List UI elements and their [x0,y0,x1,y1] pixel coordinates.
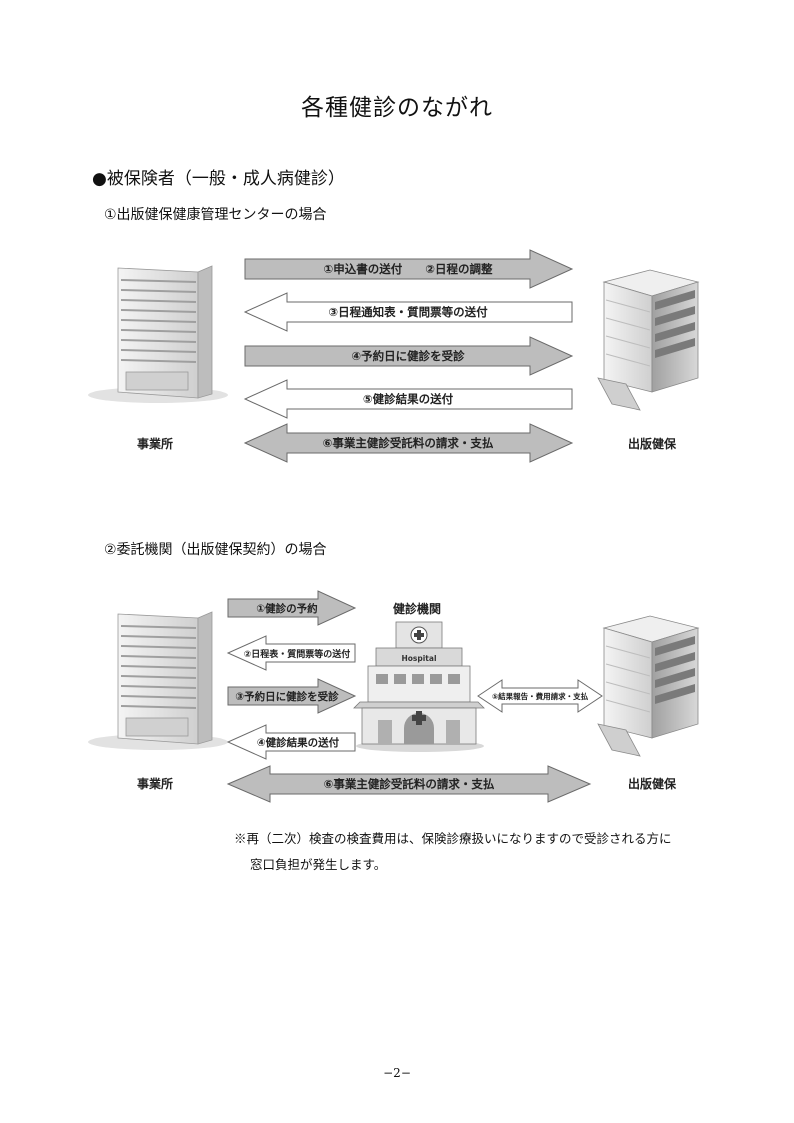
note-line-2: 窓口負担が発生します。 [250,857,387,872]
office-building-icon [88,265,228,403]
case2-right-label: 出版健保 [628,776,677,791]
section-heading: ●被保険者（一般・成人病健診） [92,169,345,189]
case1-arrow-4-label: ⑤健診結果の送付 [363,392,454,406]
case1-arrow-3: ④予約日に健診を受診 [244,336,574,376]
institution-label: 健診機関 [393,601,441,616]
case1-heading: ①出版健保健康管理センターの場合 [104,207,327,223]
insurer-building-icon-2 [597,615,700,757]
case1-arrow-5: ⑥事業主健診受託料の請求・支払 [243,423,574,463]
case2-arrow-5-label: ⑤結果報告・費用請求・支払 [492,691,589,701]
case2-left-label: 事業所 [137,776,173,791]
case2-arrow-6: ⑥事業主健診受託料の請求・支払 [226,765,592,803]
case2-arrow-6-label: ⑥事業主健診受託料の請求・支払 [324,777,495,791]
case1-arrow-3-label: ④予約日に健診を受診 [351,349,465,363]
case2-arrow-2: ②日程表・質問票等の送付 [226,635,356,671]
case2-arrow-3: ③予約日に健診を受診 [227,678,357,714]
case1-arrow-4: ⑤健診結果の送付 [243,379,573,419]
case1-arrow-5-label: ⑥事業主健診受託料の請求・支払 [323,436,494,450]
case2-heading: ②委託機関（出版健保契約）の場合 [104,542,327,558]
case1-arrow-1-label: ①申込書の送付 ②日程の調整 [324,262,493,276]
case1-arrow-1: ①申込書の送付 ②日程の調整 [244,249,574,289]
case2-arrow-3-label: ③予約日に健診を受診 [235,690,339,703]
note-line-1: ※再（二次）検査の検査費用は、保険診療扱いになりますので受診される方に [234,831,672,846]
case2-arrow-2-label: ②日程表・質問票等の送付 [244,648,351,660]
case2-arrow-4: ④健診結果の送付 [226,724,356,760]
case1-left-label: 事業所 [137,436,173,451]
case1-arrow-2-label: ③日程通知表・質問票等の送付 [328,305,488,319]
hospital-icon: Hospital [353,621,485,752]
hospital-sign: Hospital [401,654,436,663]
office-building-icon-2 [88,611,228,750]
case2-arrow-1-label: ①健診の予約 [256,602,317,615]
case2-arrow-5: ⑤結果報告・費用請求・支払 [477,679,603,713]
case2-arrow-1: ①健診の予約 [227,590,357,626]
page-title: 各種健診のながれ [301,95,493,121]
case1-arrow-2: ③日程通知表・質問票等の送付 [243,292,573,332]
case2-arrow-4-label: ④健診結果の送付 [257,736,340,749]
insurer-building-icon [597,269,700,411]
case1-right-label: 出版健保 [628,436,677,451]
page-number: −2− [383,1066,411,1080]
